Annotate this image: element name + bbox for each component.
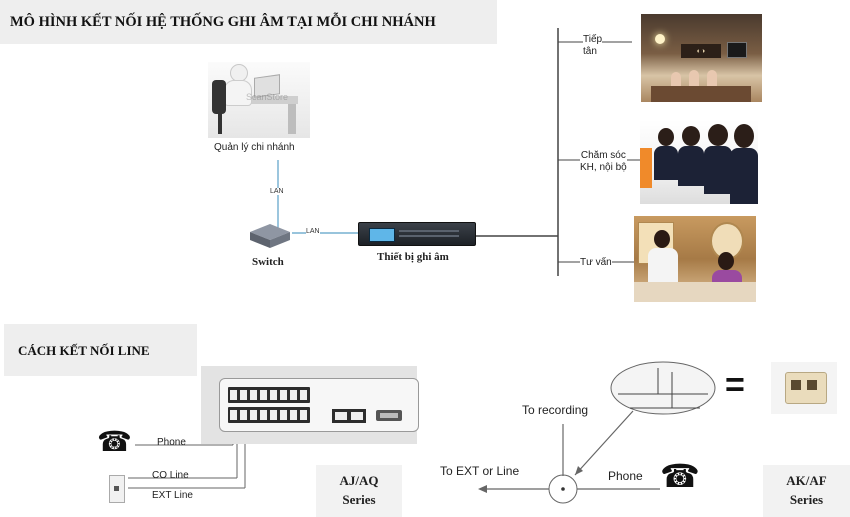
to-ext-label: To EXT or Line <box>440 464 520 478</box>
branch-label-reception: Tiếp tân <box>583 34 603 58</box>
branch-label-consult: Tư vấn <box>580 257 612 268</box>
reception-photo: ◐◑ <box>641 14 762 102</box>
ak-series-box: AK/AF Series <box>763 465 850 517</box>
rj11-port-block-bottom <box>228 407 310 423</box>
recorder-label: Thiết bị ghi âm <box>377 251 449 263</box>
switch-icon <box>248 222 292 250</box>
aj-series-label: AJ/AQ Series <box>339 473 379 507</box>
line-connection-title-text: CÁCH KẾT NỐI LINE <box>18 343 150 358</box>
lan-label-2: LAN <box>306 228 320 235</box>
customer-care-photo <box>640 120 758 204</box>
aj-phone-label: Phone <box>157 437 186 448</box>
to-recording-label: To recording <box>522 403 589 417</box>
diagram-title: MÔ HÌNH KẾT NỐI HỆ THỐNG GHI ÂM TẠI MỖI … <box>0 0 497 44</box>
branch-label-care: Chăm sóc KH, nội bộ <box>580 150 627 174</box>
zoom-pointer <box>574 410 634 476</box>
serial-port <box>376 410 402 421</box>
recorder-device <box>358 222 476 246</box>
wall-jack-icon <box>109 475 125 503</box>
manager-label: Quản lý chi nhánh <box>214 142 295 153</box>
equals-sign: = <box>725 366 745 404</box>
consultation-photo <box>634 216 756 302</box>
diagram-title-text: MÔ HÌNH KẾT NỐI HỆ THỐNG GHI ÂM TẠI MỖI … <box>10 14 436 30</box>
co-line-label: CO Line <box>152 470 189 481</box>
ak-phone-label: Phone <box>608 469 643 483</box>
rj11-port-block-top <box>228 387 310 403</box>
ak-series-label: AK/AF Series <box>786 473 827 507</box>
aj-device <box>219 378 419 432</box>
rj45-ports <box>332 409 366 423</box>
aj-series-box: AJ/AQ Series <box>316 465 402 517</box>
telephone-icon-right: ☎ <box>660 458 700 494</box>
ext-line-label: EXT Line <box>152 490 193 501</box>
watermark-text: ScanStore <box>246 92 289 102</box>
line-connection-title: CÁCH KẾT NỐI LINE <box>4 324 197 376</box>
splitter-zoom-ellipse <box>610 361 716 415</box>
manager-illustration: ScanStore <box>208 62 310 138</box>
switch-label: Switch <box>252 256 284 268</box>
lan-label-1: LAN <box>270 188 284 195</box>
telephone-icon: ☎ <box>97 426 132 457</box>
rj11-splitter-icon <box>771 362 837 414</box>
